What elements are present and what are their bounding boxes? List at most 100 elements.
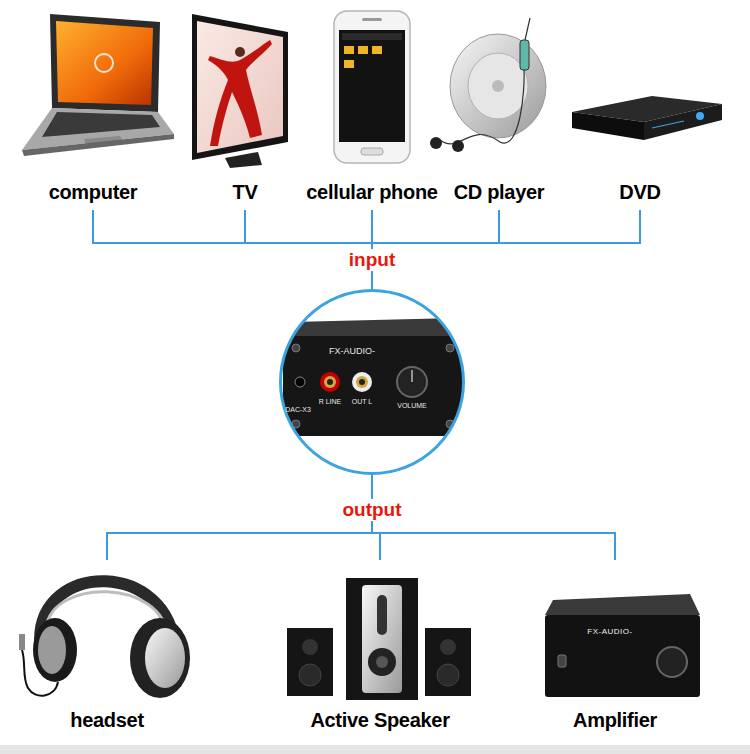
dvd-side <box>572 112 644 140</box>
tv-screen <box>197 21 283 153</box>
laptop-keyboard <box>42 112 160 137</box>
dvd-front <box>644 104 722 140</box>
device-node: headset <box>17 560 197 738</box>
rca-left <box>352 372 372 392</box>
earbud <box>430 137 442 149</box>
phone-speaker <box>362 18 382 21</box>
device-name: cellular phone <box>306 180 437 210</box>
panel-print: OUT L <box>352 398 373 406</box>
connector-line <box>372 210 640 289</box>
tv-dancer-head <box>235 47 245 57</box>
cd-remote <box>520 40 529 70</box>
amp-top <box>545 594 700 615</box>
amp-knob <box>657 647 687 677</box>
laptop-logo <box>95 54 113 72</box>
laptop-screen <box>56 21 153 105</box>
flow-label: input <box>346 249 398 271</box>
device-name: DVD <box>619 180 660 210</box>
device-name: Active Speaker <box>310 708 449 738</box>
ear-cup-plate <box>145 628 185 688</box>
dac-front <box>283 336 465 436</box>
subwoofer <box>346 578 418 700</box>
phone-illustration <box>334 11 410 163</box>
amplifier-illustration <box>545 594 700 697</box>
dvd-display <box>652 121 684 128</box>
subwoofer-driver <box>368 648 396 676</box>
device-node: TV <box>190 10 300 210</box>
device-circle: FX-AUDIO-DAC-X3R LINEOUT LVOLUME <box>279 289 465 475</box>
satellite-speaker <box>287 628 333 696</box>
cd-hub <box>492 80 504 92</box>
device-node: cellular phone <box>301 10 442 210</box>
volume-knob <box>397 367 427 397</box>
dac-ground <box>280 290 464 474</box>
phone-folder <box>358 46 368 54</box>
phone-folder <box>372 46 382 54</box>
device-name: TV <box>233 180 258 210</box>
device-node: Active Speaker <box>285 560 475 738</box>
tweeter <box>302 639 318 655</box>
ear-cup-plate <box>38 626 66 674</box>
woofer <box>299 664 321 686</box>
screw <box>446 344 454 352</box>
phone-folder <box>344 60 354 68</box>
ear-cup <box>130 618 190 698</box>
headset-cable <box>22 650 58 696</box>
cd-player-illustration <box>430 18 546 152</box>
panel-print: VOLUME <box>397 402 427 410</box>
screw <box>292 344 300 352</box>
footer-bar <box>0 745 750 754</box>
satellite-speaker <box>425 628 471 696</box>
flow-label: output <box>339 499 404 521</box>
connector-line <box>372 475 615 560</box>
phones-jack <box>295 377 305 387</box>
device-node: computer <box>18 10 168 210</box>
phone-folder <box>344 46 354 54</box>
subwoofer-panel <box>362 585 402 693</box>
tweeter <box>440 639 456 655</box>
rca-hole <box>359 379 365 385</box>
brand-print: FX-AUDIO- <box>587 627 632 637</box>
phone-button <box>361 148 383 155</box>
laptop-illustration <box>22 14 174 156</box>
rca-hole <box>327 379 333 385</box>
device-node: CD player <box>425 10 573 210</box>
rca-ring <box>356 376 368 388</box>
woofer <box>437 664 459 686</box>
tv-illustration <box>192 14 288 168</box>
circle-outline <box>281 291 464 474</box>
phone-screen <box>339 30 405 142</box>
dac-illustration <box>280 290 465 474</box>
cd-lid <box>468 53 528 119</box>
phone-body <box>334 11 410 163</box>
circle-outline <box>279 289 465 475</box>
panel-print: R LINE <box>319 398 342 406</box>
connector-line <box>107 475 372 560</box>
amp-switch <box>558 655 566 667</box>
tv-frame <box>192 14 288 160</box>
subwoofer-cone <box>376 656 388 668</box>
panel-print: DAC-X3 <box>285 406 311 414</box>
tv-dancer <box>208 40 272 146</box>
earbud <box>452 140 464 152</box>
laptop-edge <box>22 134 174 156</box>
headset-plug <box>19 634 25 650</box>
ear-cup <box>33 618 77 682</box>
dvd-illustration <box>572 96 722 140</box>
amp-front <box>545 615 700 697</box>
speaker-illustration <box>287 578 471 700</box>
tv-stand <box>225 152 262 168</box>
laptop-lid <box>50 14 160 112</box>
headset-illustration <box>19 581 190 698</box>
cd-cord <box>440 70 524 144</box>
device-node: Amplifier <box>530 560 700 738</box>
device-name: computer <box>49 180 138 210</box>
knob-mark <box>411 370 413 382</box>
rca-ring <box>324 376 336 388</box>
subwoofer-slot <box>377 595 387 635</box>
phone-bar <box>342 33 402 40</box>
